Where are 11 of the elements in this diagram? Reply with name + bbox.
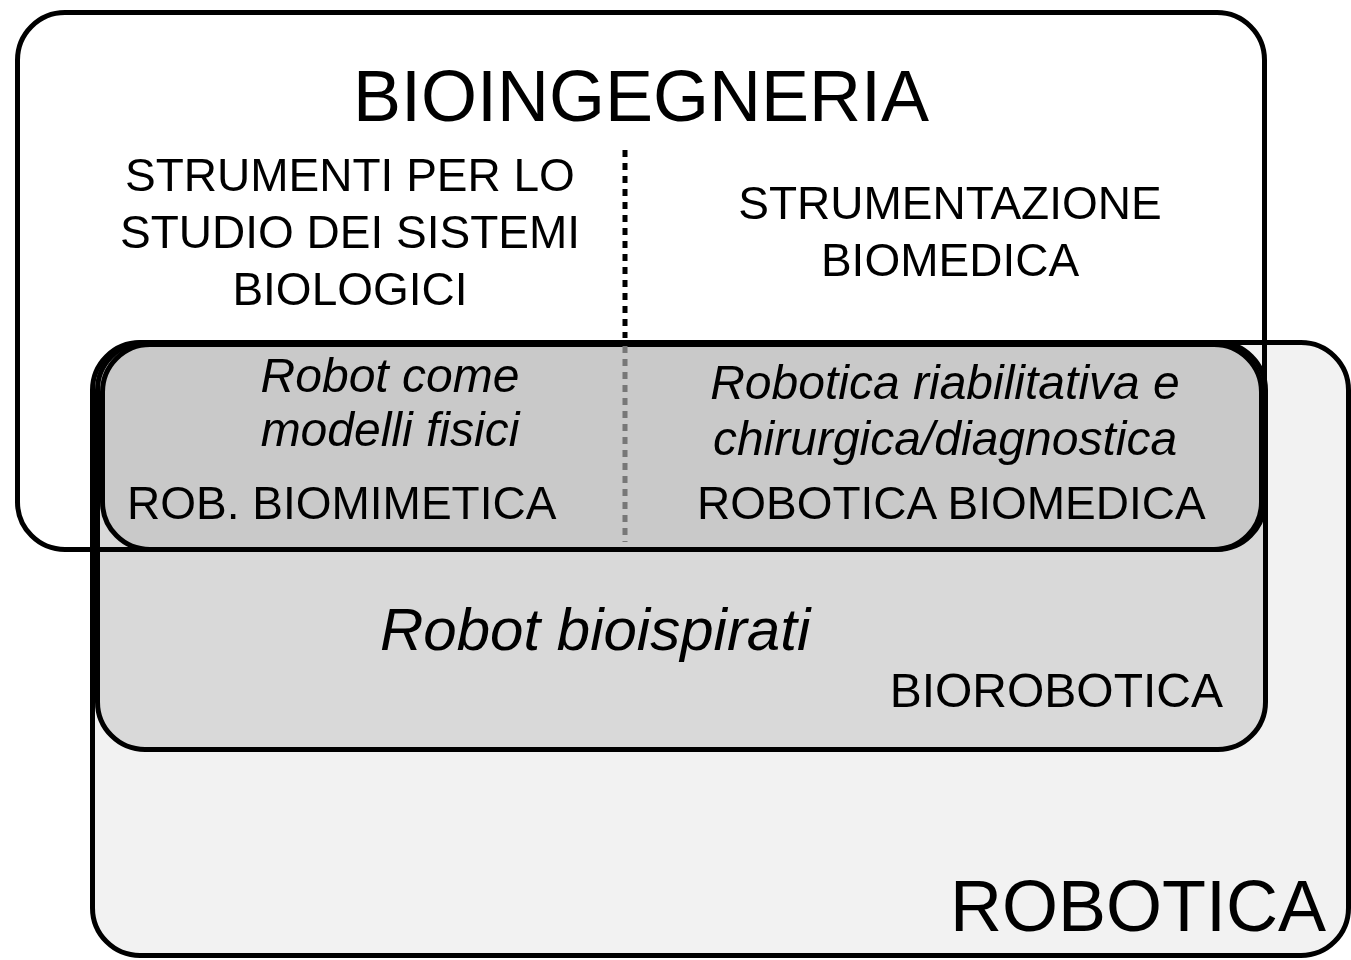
text-label: Robotica riabilitativa e chirurgica/diagnostica [709, 355, 1181, 467]
text-label: STRUMENTI PER LO STUDIO DEI SISTEMI BIOLOGICI [118, 148, 581, 317]
text-label: Robot bioispirati [380, 595, 811, 664]
text-label: ROB. BIOMIMETICA [127, 477, 557, 530]
text-label: ROBOTICA [949, 865, 1326, 948]
title: BIOINGEGNERIA [351, 55, 931, 138]
rounded-region [15, 10, 1267, 552]
text-label: STRUMENTAZIONE BIOMEDICA [737, 176, 1163, 288]
text-label: BIOROBOTICA [889, 663, 1223, 719]
text-label: Robot come modelli fisici [259, 349, 522, 457]
text-label: ROBOTICA BIOMEDICA [697, 477, 1206, 530]
